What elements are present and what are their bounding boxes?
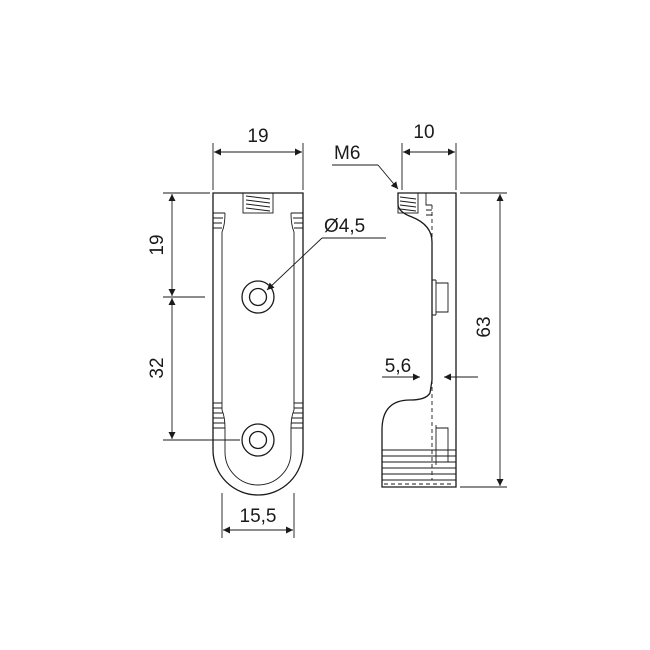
side-bottom-ribs [382,449,456,481]
upper-hole [241,280,275,314]
dim-front-width: 19 [212,126,304,190]
side-top-step [425,193,432,216]
dim-side-height-label: 63 [474,316,495,337]
dim-front-bottom-height: 32 [147,298,240,441]
front-lower-rib-left [213,402,225,429]
lower-hole [241,423,275,457]
dim-base-width: 15,5 [221,493,295,538]
dim-side-width: 10 [401,122,457,190]
front-inner-outline [221,212,295,486]
dim-front-top-height-label: 19 [147,234,168,255]
dim-front-width-label: 19 [247,126,268,147]
dim-side-height: 63 [460,192,507,488]
dim-side-width-label: 10 [413,122,434,143]
side-upper-detail [432,279,449,316]
side-view: M6 10 63 5,6 [332,122,507,488]
front-outline [212,192,304,496]
side-outline [381,192,457,488]
front-top-rib-right [291,212,303,229]
front-top-rib-left [213,212,225,229]
dim-thread-label: M6 [334,143,360,164]
side-lower-detail [435,425,449,465]
dim-hole-diameter: Ø4,5 [266,216,386,291]
dim-side-thickness-label: 5,6 [385,356,411,377]
front-lower-rib-right [291,402,303,429]
thread-insert-side [397,192,419,214]
dim-side-thickness: 5,6 [382,356,478,384]
dim-front-bottom-height-label: 32 [147,357,168,378]
front-view: 19 19 32 Ø4,5 15,5 [147,126,386,538]
dim-front-top-height: 19 [147,192,210,298]
dim-base-width-label: 15,5 [240,506,277,527]
thread-insert-front [242,192,274,214]
dim-hole-diameter-label: Ø4,5 [324,216,365,237]
dim-thread: M6 [332,143,399,190]
